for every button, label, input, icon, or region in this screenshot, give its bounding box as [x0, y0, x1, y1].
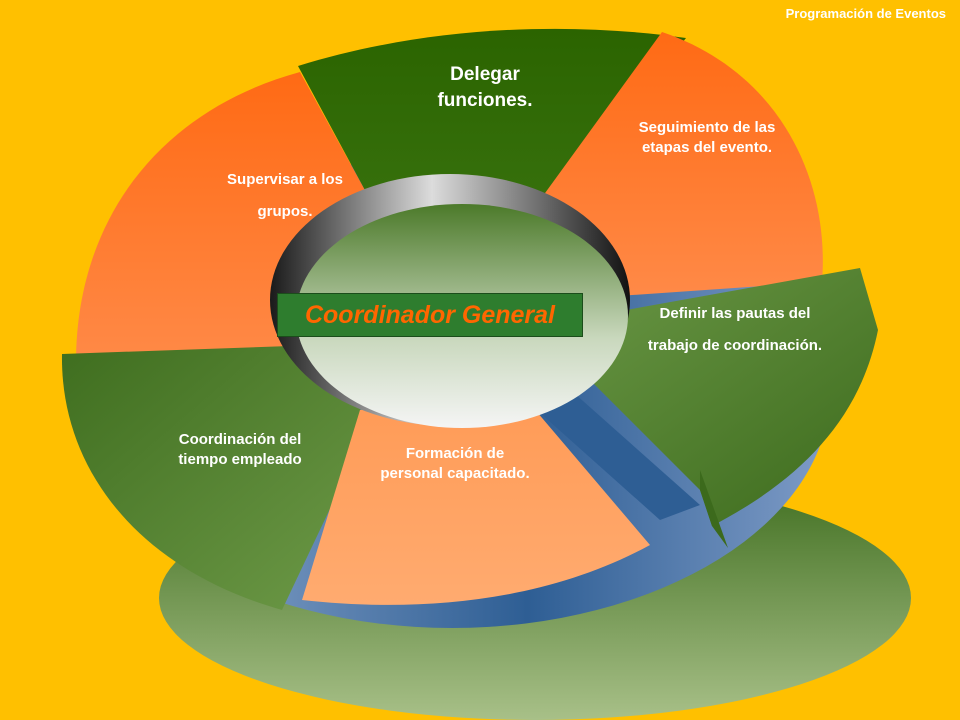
label-delegar: Delegar funciones.: [437, 64, 533, 111]
segment-definir-edge: [700, 470, 728, 548]
label-definir: Definir las pautas del trabajo de coordi…: [647, 305, 823, 354]
center-label-box: Coordinador General: [277, 293, 583, 337]
center-label: Coordinador General: [304, 300, 556, 329]
label-seguimiento: Seguimiento de las etapas del evento.: [638, 119, 776, 157]
label-coordinacion: Coordinación del tiempo empleado: [178, 431, 302, 469]
segment-formacion: [302, 392, 650, 605]
header-title: Programación de Eventos: [785, 6, 946, 21]
segment-seguimiento: [540, 32, 823, 300]
segment-coordinacion: [61, 346, 372, 610]
connector-strip: [520, 385, 700, 520]
label-formacion: Formación de personal capacitado.: [380, 445, 530, 483]
label-supervisar: Supervisar a los grupos.: [227, 171, 343, 220]
